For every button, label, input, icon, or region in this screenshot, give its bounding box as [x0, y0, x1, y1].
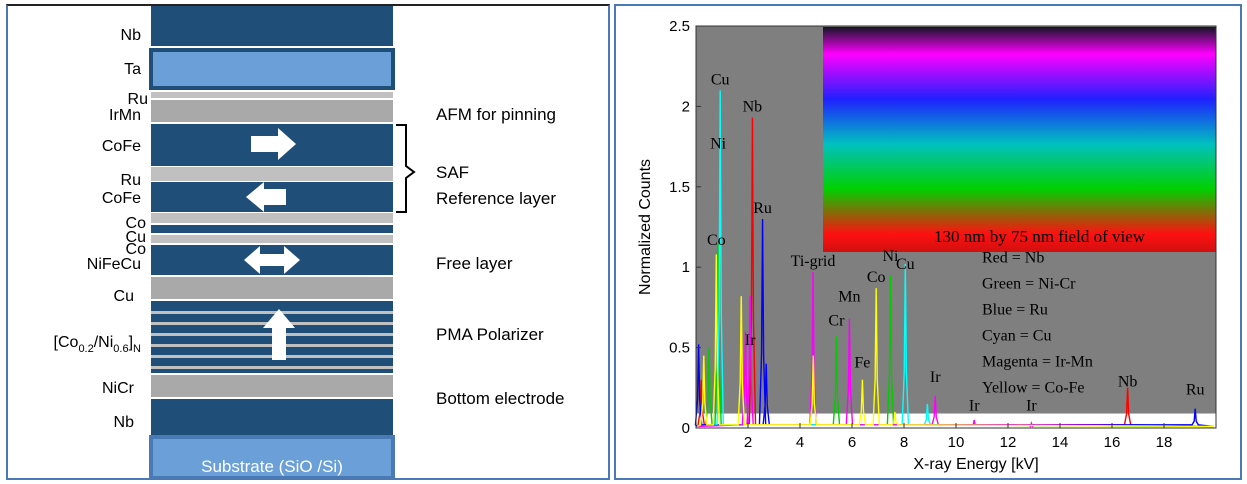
layer-co-1	[151, 213, 393, 223]
peak-label: Ir	[969, 398, 980, 415]
annotation-afm: AFM for pinning	[436, 105, 556, 124]
annotation-saf: SAF	[436, 163, 469, 182]
legend-entry: Cyan = Cu	[982, 327, 1051, 344]
peak-label: Co	[707, 232, 726, 249]
axes: 0 0.5 1 1.5 2 2.5 2 4 6 8 10 12 14 16 18	[669, 18, 1217, 451]
layer-stack-diagram: Substrate (SiO /Si) Nb Ta Ru IrMn CoFe R…	[54, 6, 565, 480]
y-tick-label: 0	[682, 420, 690, 437]
legend-entry: Green = Ni-Cr	[982, 275, 1076, 292]
layer-stack-panel: Substrate (SiO /Si) Nb Ta Ru IrMn CoFe R…	[6, 4, 610, 480]
label-co-2: Co	[126, 241, 147, 258]
peak-label: Ir	[930, 369, 941, 386]
double-arrow-icon	[244, 246, 300, 274]
layer-nb-top	[151, 6, 393, 46]
peak-label: Mn	[838, 288, 860, 305]
layer-labels: Nb Ta Ru IrMn CoFe Ru CoFe Co Cu Co NiFe…	[54, 27, 148, 431]
layer-co-2	[151, 235, 393, 243]
x-tick-label: 4	[796, 434, 804, 451]
peak-label: Ni	[882, 248, 899, 265]
label-ru-1: Ru	[128, 91, 148, 108]
substrate-label: Substrate (SiO /Si)	[201, 457, 343, 476]
series-line-3	[697, 90, 1214, 428]
layer-ru-2	[151, 167, 393, 181]
elemental-map-inset: 130 nm by 75 nm field of view	[823, 27, 1216, 252]
label-nb-bottom: Nb	[114, 414, 135, 431]
peak-label: Co	[867, 269, 886, 286]
y-tick-label: 0.5	[669, 340, 690, 357]
y-axis-label: Normalized Counts	[637, 159, 654, 295]
label-ru-2: Ru	[121, 172, 141, 189]
inset-caption: 130 nm by 75 nm field of view	[934, 227, 1146, 246]
peak-label: Nb	[743, 99, 763, 116]
peak-label: Ru	[1186, 382, 1205, 399]
label-nicr: NiCr	[102, 380, 135, 397]
label-polarizer: [Co0.2/Ni0.6]N	[54, 334, 142, 355]
layer-cu-2	[151, 277, 393, 299]
layer-nb-bottom	[151, 399, 393, 435]
annotation-bottom: Bottom electrode	[436, 389, 565, 408]
legend-entry: Magenta = Ir-Mn	[982, 353, 1093, 370]
x-tick-label: 16	[1104, 434, 1121, 451]
annotation-pma: PMA Polarizer	[436, 325, 544, 344]
spectrum-series	[694, 90, 1216, 428]
x-tick-label: 12	[1000, 434, 1017, 451]
x-tick-label: 2	[744, 434, 752, 451]
label-irmn: IrMn	[109, 107, 141, 124]
peak-label: Ru	[753, 200, 772, 217]
label-cofe-1: CoFe	[102, 138, 141, 155]
label-cofe-2: CoFe	[102, 190, 141, 207]
peak-label: Fe	[854, 354, 870, 371]
x-tick-label: 8	[900, 434, 908, 451]
peak-label: Ti-grid	[791, 253, 836, 270]
eds-spectrum-chart: 130 nm by 75 nm field of view CuNbNiRuCo…	[637, 18, 1217, 473]
arrow-left-icon	[246, 182, 286, 212]
peak-label: Ir	[745, 332, 756, 349]
layer-irmn	[151, 100, 393, 122]
peak-label: Cu	[896, 256, 915, 273]
inset-map-image	[823, 27, 1216, 252]
y-tick-label: 1.5	[669, 179, 690, 196]
y-tick-label: 1	[682, 259, 690, 276]
label-ta: Ta	[124, 61, 141, 78]
legend-entry: Blue = Ru	[982, 301, 1048, 318]
x-tick-label: 10	[948, 434, 965, 451]
layer-ta	[149, 48, 395, 90]
x-tick-label: 18	[1156, 434, 1173, 451]
stack-annotations: AFM for pinning SAF Reference layer Free…	[436, 105, 565, 408]
annotation-reference: Reference layer	[436, 189, 556, 208]
saf-bracket	[396, 124, 416, 213]
peak-label: Nb	[1118, 374, 1138, 391]
x-tick-label: 6	[848, 434, 856, 451]
label-nifecu: NiFeCu	[87, 256, 141, 273]
arrow-right-icon	[251, 128, 296, 160]
x-axis-label: X-ray Energy [kV]	[913, 456, 1038, 473]
series-line-5	[696, 254, 1214, 428]
legend-entry: Red = Nb	[982, 249, 1044, 266]
arrow-up-icon	[263, 309, 295, 360]
peak-label: Cr	[828, 313, 845, 330]
label-cu-1: Cu	[126, 229, 146, 246]
peak-label: Ir	[1026, 398, 1037, 415]
layer-nicr	[151, 375, 393, 397]
label-co-1: Co	[126, 215, 147, 232]
label-cu-2: Cu	[114, 288, 134, 305]
legend-entry: Yellow = Co-Fe	[982, 379, 1085, 396]
x-tick-label: 14	[1052, 434, 1069, 451]
label-nb-top: Nb	[121, 27, 142, 44]
y-tick-label: 2	[682, 98, 690, 115]
y-tick-label: 2.5	[669, 18, 690, 35]
series-line-0	[696, 117, 1214, 428]
annotation-free: Free layer	[436, 254, 513, 273]
layer-cu-1	[151, 225, 393, 233]
layer-ru-1	[151, 92, 393, 98]
peak-label: Cu	[711, 71, 730, 88]
peak-label: Ni	[710, 136, 727, 153]
